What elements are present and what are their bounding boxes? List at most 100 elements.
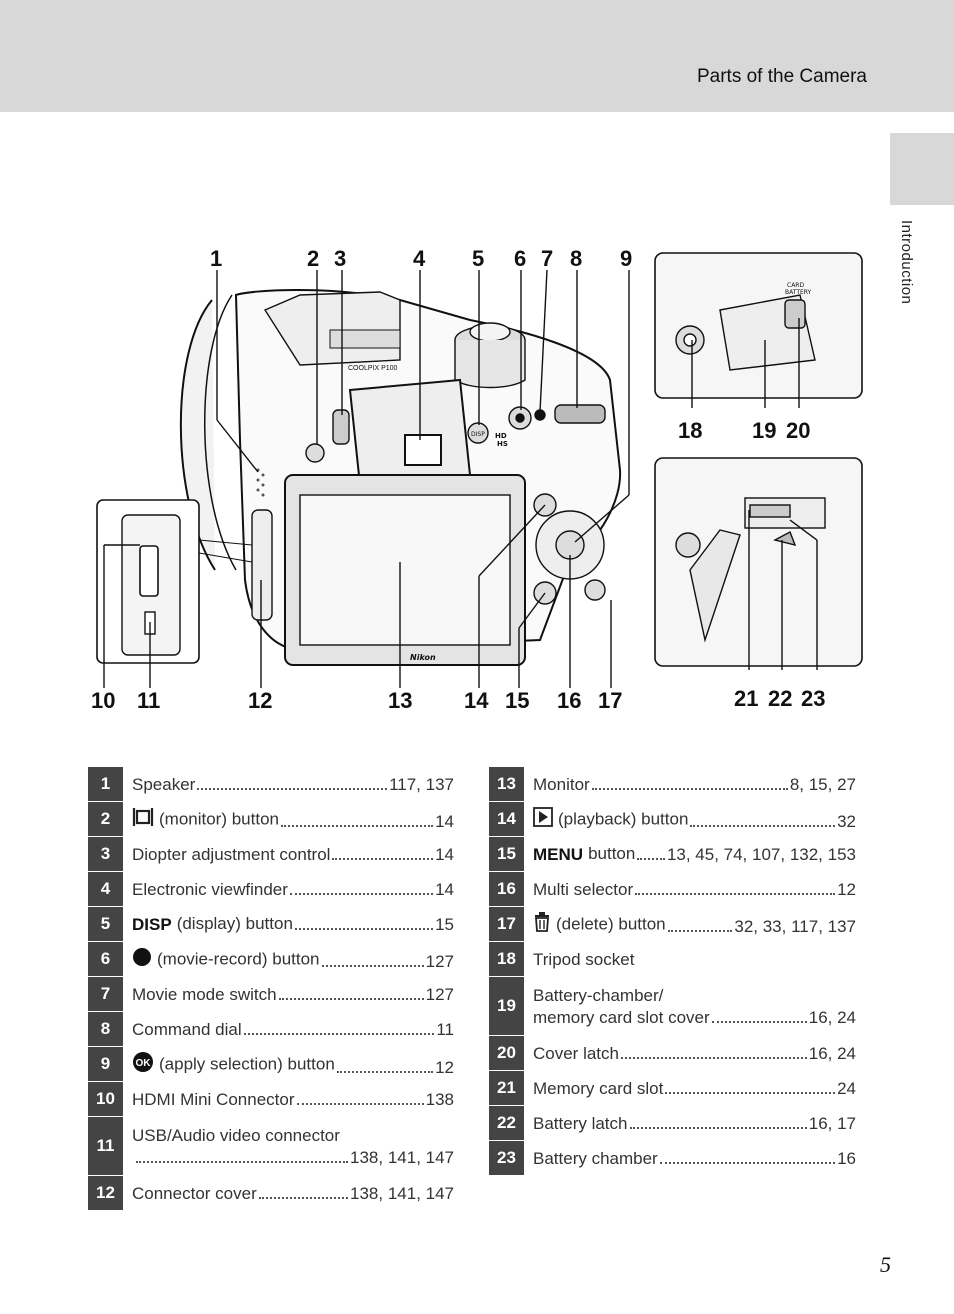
part-name: Multi selector bbox=[533, 879, 634, 899]
part-name: HDMI Mini Connector bbox=[132, 1089, 295, 1109]
callout-14: 14 bbox=[464, 688, 489, 713]
part-pages: 127 bbox=[425, 951, 454, 971]
chapter-tab bbox=[890, 133, 954, 205]
trash-icon bbox=[533, 911, 551, 938]
svg-text:DISP: DISP bbox=[471, 431, 485, 438]
part-name: (apply selection) button bbox=[159, 1053, 335, 1073]
callout-18: 18 bbox=[678, 418, 703, 443]
part-pages: 32, 33, 117, 137 bbox=[734, 916, 856, 936]
callout-20: 20 bbox=[786, 418, 811, 443]
ok-icon-text: OK bbox=[136, 1058, 152, 1069]
part-number: 12 bbox=[88, 1176, 123, 1211]
part-pages: 32 bbox=[837, 811, 856, 831]
callout-19: 19 bbox=[752, 418, 777, 443]
callout-15: 15 bbox=[505, 688, 530, 713]
part-name: button bbox=[588, 844, 636, 864]
part-name: (delete) button bbox=[556, 913, 666, 933]
table-row: 23 Battery chamber 16 bbox=[489, 1141, 856, 1176]
callout-7: 7 bbox=[541, 246, 554, 271]
menu-icon: MENU bbox=[533, 844, 584, 864]
callout-22: 22 bbox=[768, 686, 793, 711]
part-number: 13 bbox=[489, 767, 524, 802]
part-pages: 15 bbox=[435, 914, 454, 934]
record-dot-icon bbox=[132, 947, 152, 973]
part-name: Memory card slot bbox=[533, 1078, 664, 1098]
part-pages: 12 bbox=[435, 1057, 454, 1077]
table-row: 4 Electronic viewfinder 14 bbox=[88, 872, 454, 907]
part-pages: 127 bbox=[425, 984, 454, 1004]
part-number: 1 bbox=[88, 767, 123, 802]
part-pages: 13, 45, 74, 107, 132, 153 bbox=[666, 844, 856, 864]
part-name: Speaker bbox=[132, 774, 196, 794]
part-name: Battery chamber bbox=[533, 1148, 658, 1168]
part-name: Tripod socket bbox=[533, 949, 635, 969]
battery-label: BATTERY bbox=[785, 289, 812, 296]
part-number: 16 bbox=[489, 872, 524, 907]
part-name: Command dial bbox=[132, 1019, 242, 1039]
part-name: USB/Audio video connector bbox=[132, 1125, 340, 1145]
part-name: Battery-chamber/ bbox=[533, 985, 664, 1005]
part-number: 2 bbox=[88, 802, 123, 837]
part-name: (monitor) button bbox=[159, 808, 279, 828]
part-name: Diopter adjustment control bbox=[132, 844, 331, 864]
callout-9: 9 bbox=[620, 246, 633, 271]
part-number: 3 bbox=[88, 837, 123, 872]
part-number: 8 bbox=[88, 1012, 123, 1047]
part-pages: 138 bbox=[425, 1089, 454, 1109]
part-pages: 14 bbox=[435, 811, 454, 831]
callout-8: 8 bbox=[570, 246, 583, 271]
part-name: Electronic viewfinder bbox=[132, 879, 288, 899]
part-name: Cover latch bbox=[533, 1043, 619, 1063]
ok-icon: OK bbox=[132, 1051, 154, 1079]
page-number: 5 bbox=[880, 1252, 891, 1277]
part-number: 6 bbox=[88, 942, 123, 977]
disp-icon: DISP bbox=[132, 914, 172, 934]
hd-label: HD bbox=[495, 432, 507, 440]
part-number: 23 bbox=[489, 1141, 524, 1176]
callout-23: 23 bbox=[801, 686, 826, 711]
table-row: 13 Monitor 8, 15, 27 bbox=[489, 767, 856, 802]
section-title: Parts of the Camera bbox=[696, 66, 867, 87]
part-pages: 117, 137 bbox=[389, 774, 454, 794]
part-pages: 14 bbox=[435, 879, 454, 899]
callout-10: 10 bbox=[91, 688, 116, 713]
card-label: CARD bbox=[787, 282, 804, 289]
part-pages: 12 bbox=[837, 879, 856, 899]
part-number: 20 bbox=[489, 1036, 524, 1071]
part-pages: 16, 24 bbox=[808, 1043, 856, 1063]
monitor-icon bbox=[132, 807, 154, 833]
playback-icon bbox=[533, 806, 553, 833]
callout-12: 12 bbox=[248, 688, 273, 713]
camera-illustration: COOLPIX P100 DISP HD HS Nikon bbox=[96, 252, 863, 688]
part-pages: 8, 15, 27 bbox=[789, 774, 856, 794]
part-name: Battery latch bbox=[533, 1113, 628, 1133]
table-row: 16 Multi selector 12 bbox=[489, 872, 856, 907]
callout-16: 16 bbox=[557, 688, 582, 713]
callout-21: 21 bbox=[734, 686, 759, 711]
part-pages: 11 bbox=[436, 1019, 454, 1039]
part-pages: 16, 17 bbox=[808, 1113, 856, 1133]
part-name: Monitor bbox=[533, 774, 590, 794]
part-name: Connector cover bbox=[132, 1183, 257, 1203]
part-number: 18 bbox=[489, 942, 524, 977]
callout-17: 17 bbox=[598, 688, 623, 713]
part-number: 11 bbox=[88, 1117, 123, 1176]
part-pages: 16 bbox=[837, 1148, 856, 1168]
page-header: Parts of the Camera bbox=[0, 0, 954, 112]
brand-label: Nikon bbox=[410, 653, 436, 662]
model-label: COOLPIX P100 bbox=[348, 365, 398, 372]
part-number: 7 bbox=[88, 977, 123, 1012]
callout-13: 13 bbox=[388, 688, 413, 713]
parts-table-right: 13 Monitor 8, 15, 27 14 (playback) button… bbox=[489, 767, 856, 1176]
hs-label: HS bbox=[497, 440, 508, 448]
part-pages: 138, 141, 147 bbox=[350, 1183, 454, 1203]
part-number: 4 bbox=[88, 872, 123, 907]
